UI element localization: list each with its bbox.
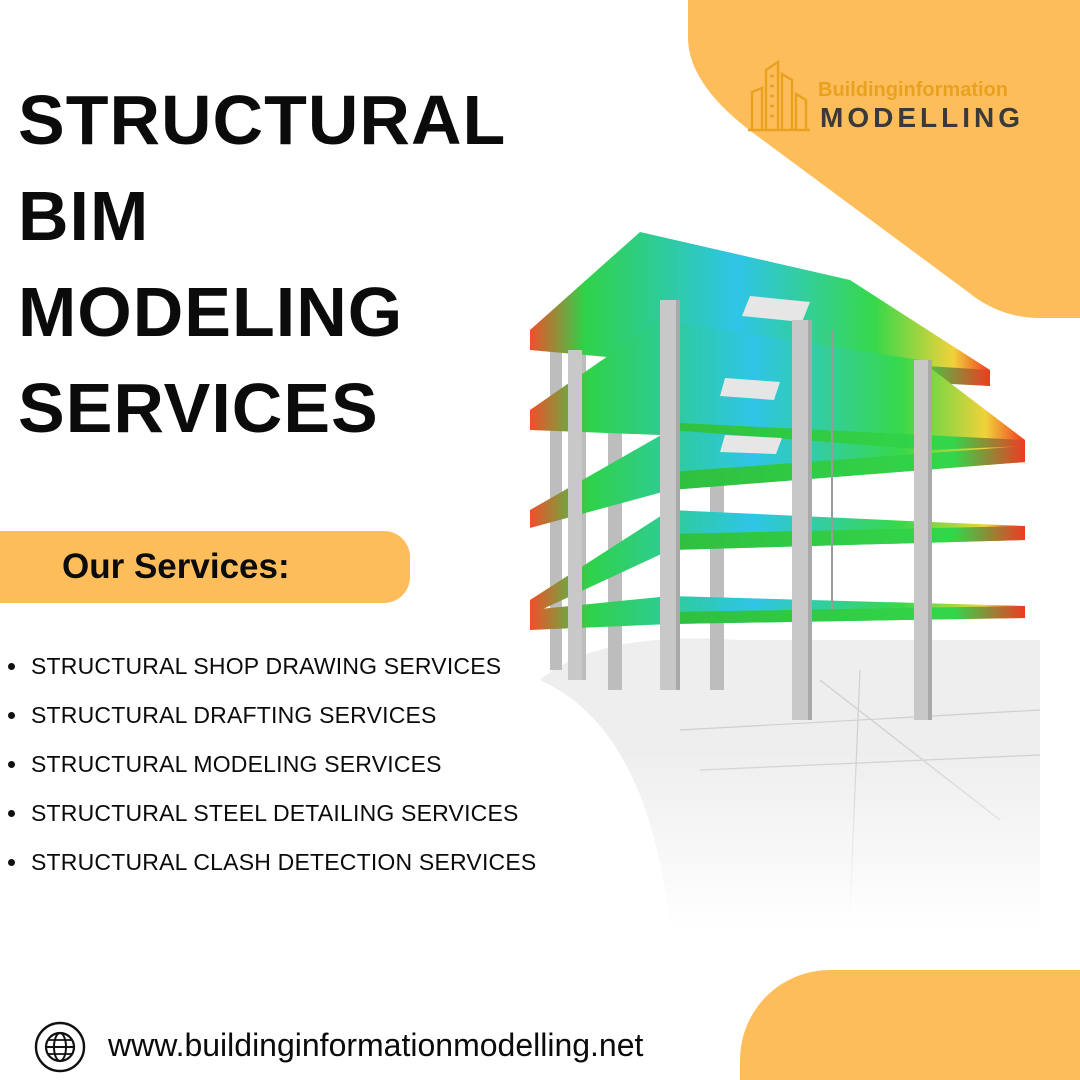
- services-list: STRUCTURAL SHOP DRAWING SERVICES STRUCTU…: [8, 642, 536, 887]
- headline-line: SERVICES: [18, 369, 379, 447]
- list-item: STRUCTURAL DRAFTING SERVICES: [8, 691, 536, 740]
- page-title: STRUCTURAL BIM MODELING SERVICES: [18, 72, 506, 456]
- list-item: STRUCTURAL MODELING SERVICES: [8, 740, 536, 789]
- services-heading: Our Services:: [62, 547, 290, 586]
- logo-top-text: Buildinginformation: [818, 79, 1008, 101]
- logo-bottom-text: MODELLING: [820, 102, 1024, 133]
- brand-logo: Buildinginformation MODELLING: [748, 58, 1038, 138]
- list-item: STRUCTURAL CLASH DETECTION SERVICES: [8, 838, 536, 887]
- headline-line: BIM: [18, 177, 150, 255]
- headline-line: STRUCTURAL: [18, 81, 507, 159]
- globe-icon: [34, 1021, 86, 1073]
- bottom-right-accent-shape: [740, 970, 1080, 1080]
- structural-model-illustration: [520, 232, 1040, 930]
- services-heading-banner: Our Services:: [0, 531, 410, 603]
- top-right-accent-shape: [688, 0, 1080, 318]
- list-item: STRUCTURAL SHOP DRAWING SERVICES: [8, 642, 536, 691]
- website-link[interactable]: www.buildinginformationmodelling.net: [108, 1027, 644, 1063]
- list-item: STRUCTURAL STEEL DETAILING SERVICES: [8, 789, 536, 838]
- building-logo-icon: [748, 59, 810, 132]
- headline-line: MODELING: [18, 273, 404, 351]
